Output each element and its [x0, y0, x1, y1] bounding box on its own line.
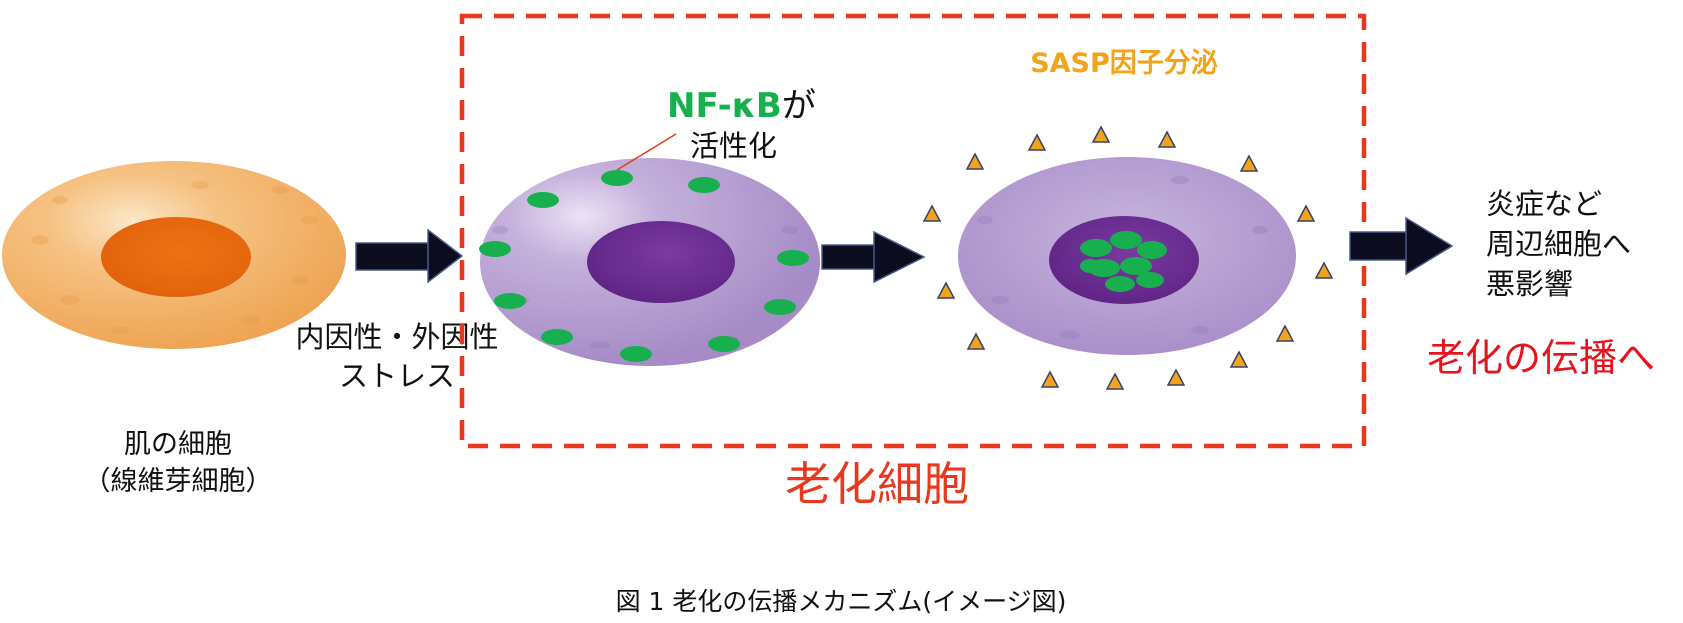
nfkb-label-line2: 活性化	[690, 129, 777, 163]
normal-nucleus	[101, 217, 251, 297]
sasp-factor-icon	[1277, 326, 1293, 341]
arrow-stress	[356, 230, 462, 282]
sasp-factor-icon	[938, 283, 954, 298]
sasp-label: SASP因子分泌	[1030, 48, 1218, 79]
effects-line3: 悪影響	[1486, 267, 1573, 301]
senescent-cell-nfkb	[479, 158, 820, 366]
sasp-factor-icon	[968, 334, 984, 349]
effects-line2: 周辺細胞へ	[1486, 227, 1631, 261]
sasp-factor-icon	[1029, 135, 1045, 150]
nfkb-dot	[708, 336, 740, 352]
sasp-factor-icon	[924, 206, 940, 221]
sasp-factor-icon	[1042, 372, 1058, 387]
stress-label-line1: 内因性・外因性	[295, 320, 498, 354]
nfkb-dot	[688, 177, 720, 193]
nfkb-suffix: が	[782, 86, 816, 126]
nfkb-dot	[479, 241, 511, 257]
sasp-factor-icon	[1316, 263, 1332, 278]
normal-cell-label-line2: （線維芽細胞）	[84, 466, 273, 497]
sasp-factor-icon	[967, 154, 983, 169]
sasp-factor-icon	[1107, 374, 1123, 389]
sasp-factor-icon	[1241, 156, 1257, 171]
senescent-cell-1-nucleus	[587, 221, 735, 303]
sasp-factor-icon	[1159, 132, 1175, 147]
normal-cell	[2, 161, 346, 349]
nfkb-label-line1: NF-κBが	[667, 86, 816, 126]
nfkb-dot	[494, 293, 526, 309]
effects-line1: 炎症など	[1486, 187, 1602, 221]
senescent-box-label: 老化細胞	[785, 457, 969, 511]
arrow-propagation	[1350, 218, 1452, 274]
senescent-cell-sasp	[958, 157, 1296, 355]
sasp-factor-icon	[1231, 352, 1247, 367]
nfkb-dot	[620, 346, 652, 362]
figure-caption: 図 1 老化の伝播メカニズム(イメージ図)	[616, 587, 1067, 616]
propagation-label: 老化の伝播へ	[1427, 336, 1655, 380]
nfkb-dot	[764, 299, 796, 315]
nfkb-dot	[601, 170, 633, 186]
normal-cell-label-line1: 肌の細胞	[124, 429, 232, 460]
nfkb-name: NF-κB	[667, 86, 782, 126]
arrow-sasp	[822, 232, 924, 282]
sasp-factor-icon	[1093, 127, 1109, 142]
nfkb-dot	[527, 192, 559, 208]
nfkb-dot	[777, 250, 809, 266]
sasp-factor-icon	[1168, 370, 1184, 385]
nfkb-dot	[541, 329, 573, 345]
stress-label-line2: ストレス	[339, 359, 455, 393]
sasp-factor-icon	[1298, 206, 1314, 221]
